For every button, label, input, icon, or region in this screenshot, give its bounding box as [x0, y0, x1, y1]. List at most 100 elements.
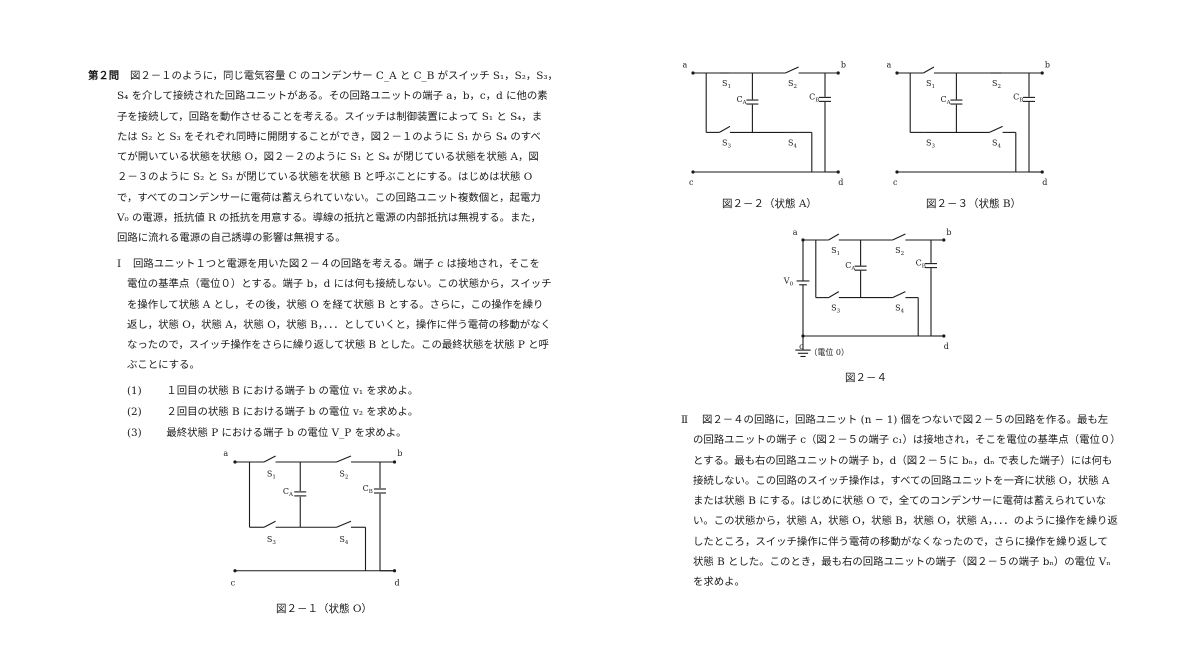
intro-line: で，すべてのコンデンサーに電荷は蓄えられていない。この回路ユニット複数個と，起電…: [117, 191, 541, 204]
junction-node: [691, 170, 695, 174]
terminal-c-label: c: [893, 178, 898, 187]
part1-line: ぶことにする。: [127, 359, 200, 372]
junction-node: [942, 238, 946, 242]
part2-line: 接続しない。この回路のスイッチ操作は，すべての回路ユニットを一斉に状態 O，状態…: [693, 474, 1110, 487]
intro-line: ２－３のように S₂ と S₃ が閉じている状態を状態 B と呼ぶことにする。は…: [117, 171, 533, 184]
part2-line: 図２－４の回路に，回路ユニット (n − 1) 個をつないで図２－５の回路を作る…: [702, 414, 1109, 426]
capacitor-cb-label: CB: [363, 484, 373, 495]
switch-s3-label: S3: [722, 139, 731, 150]
terminal-d-label: d: [838, 178, 843, 187]
intro-line: S₄ を介して接続された回路ユニットがある。その回路ユニットの端子 a，b，c，…: [117, 90, 548, 103]
problem-intro: S₄ を介して接続された回路ユニットがある。その回路ユニットの端子 a，b，c，…: [117, 86, 548, 248]
part2-line: とする。最も右の回路ユニットの端子 b，d（図２－５に bₙ，dₙ で表した端子…: [693, 454, 1113, 467]
part2-label: Ⅱ: [681, 414, 689, 426]
terminal-b-label: b: [1045, 61, 1050, 70]
switch-s2-label: S2: [992, 79, 1001, 90]
switch-s4: [892, 291, 906, 299]
switch-s2: [892, 233, 906, 241]
junction-node: [942, 334, 946, 338]
question-2: (2) ２回目の状態 B における端子 b の電位 v₂ を求めよ。: [127, 403, 418, 418]
part2-line: 状態 B とした。このとき，最も右の回路ユニットの端子（図２－５の端子 bₙ）の…: [693, 556, 1111, 569]
part1-text-first: 回路ユニット１つと電源を用いた図２－４の回路を考える。端子 c は接地され，そこ…: [133, 254, 540, 274]
junction-node: [392, 460, 397, 464]
capacitor-cb-label: CB: [1013, 92, 1023, 103]
junction-node: [836, 71, 840, 75]
junction-node: [1040, 71, 1044, 75]
intro-line: 子を接続して，回路を動作させることを考える。スイッチは制御装置によって S₁ と…: [117, 110, 543, 123]
part2-line: または状態 B にする。はじめに状態 O で，全てのコンデンサーに電荷は蓄えられ…: [693, 495, 1107, 508]
terminal-c-label: c: [231, 578, 236, 587]
terminal-c-label: c: [689, 178, 694, 187]
switch-s1: [923, 66, 935, 74]
switch-s3: [719, 125, 731, 133]
switch-s3-label: S3: [267, 535, 276, 546]
switch-s1: [828, 233, 840, 241]
switch-s2-label: S2: [339, 470, 348, 481]
terminal-d-label: d: [1042, 178, 1047, 187]
switch-s4-label: S4: [992, 139, 1001, 150]
switch-s2: [336, 455, 352, 463]
question-number: (1): [127, 385, 142, 397]
fig3-caption: 図２－３（状態 B）: [926, 198, 1022, 210]
capacitor-cb-label: CB: [916, 259, 926, 270]
switch-s4-label: S4: [339, 535, 348, 546]
terminal-c-label: c: [799, 342, 804, 351]
intro-line: V₀ の電源，抵抗値 R の抵抗を用意する。導線の抵抗と電源の内部抵抗は無視する…: [117, 212, 542, 225]
junction-node: [233, 569, 237, 573]
switch-s2-label: S2: [895, 246, 904, 257]
switch-s1-label: S1: [831, 246, 840, 257]
intro-line: 図２－１のように，同じ電気容量 C のコンデンサー C_A と C_B がスイッ…: [130, 70, 558, 82]
terminal-a-label: a: [793, 228, 798, 237]
junction-node: [836, 170, 840, 174]
question-text: ２回目の状態 B における端子 b の電位 v₂ を求めよ。: [166, 406, 419, 418]
question-text: 最終状態 P における端子 b の電位 V_P を求めよ。: [166, 427, 407, 439]
part2-line: い。この状態から，状態 A，状態 O，状態 B，状態 O，状態 A，．．．のよう…: [693, 515, 1118, 528]
switch-s1-label: S1: [926, 79, 935, 90]
part2-line: を求めよ。: [693, 576, 745, 589]
terminal-b-label: b: [946, 228, 951, 237]
part1-line: 回路ユニット１つと電源を用いた図２－４の回路を考える。端子 c は接地され，そこ…: [133, 258, 540, 270]
intro-line: たは S₂ と S₃ をそれぞれ同時に開閉することができ，図２－１のように S₁…: [117, 130, 541, 143]
switch-s1-label: S1: [722, 79, 731, 90]
capacitor-cb-label: CB: [809, 92, 819, 103]
question-1: (1) １回目の状態 B における端子 b の電位 v₁ を求めよ。: [127, 382, 418, 397]
switch-s3: [828, 291, 840, 299]
question-3: (3) 最終状態 P における端子 b の電位 V_P を求めよ。: [127, 424, 407, 439]
fig4-caption: 図２－４: [845, 372, 887, 384]
terminal-b-label: b: [841, 61, 846, 70]
source-v0-label: V0: [783, 277, 794, 288]
part1-line: 返し，状態 O，状態 A，状態 O，状態 B，．．．としていくと，操作に伴う電荷…: [127, 318, 551, 331]
terminal-d-label: d: [944, 342, 949, 351]
fig2-caption: 図２－２（状態 A）: [722, 198, 817, 210]
part1-line: なったので，スイッチ操作をさらに繰り返して状態 B とした。この最終状態を状態 …: [127, 339, 549, 352]
switch-s3: [263, 520, 276, 528]
part2-text: の回路ユニットの端子 c（図２－５の端子 c₁）は接地され，そこを電位の基準点（…: [693, 430, 1121, 592]
switch-s4-label: S4: [895, 303, 904, 314]
intro-line: 回路に流れる電源の自己誘導の影響は無視する。: [117, 232, 346, 245]
switch-s3-label: S3: [831, 303, 840, 314]
switch-s2: [785, 66, 799, 74]
switch-s4-label: S4: [788, 139, 797, 150]
capacitor-ca-label: CA: [737, 95, 748, 106]
terminal-a-label: a: [682, 61, 687, 70]
capacitor-ca-label: CA: [845, 261, 856, 272]
switch-s1: [263, 455, 276, 463]
terminal-a-label: a: [886, 61, 891, 70]
intro-line: てが開いている状態を状態 O，図２－２のように S₁ と S₄ が閉じている状態…: [117, 151, 539, 164]
terminal-d-label: d: [395, 578, 400, 587]
capacitor-ca-label: CA: [941, 95, 952, 106]
capacitor-ca-label: CA: [283, 487, 294, 498]
part2-line: したところ，スイッチ操作に伴う電荷の移動がなくなったので，さらに操作を繰り返して: [693, 535, 1108, 548]
switch-s2-label: S2: [788, 79, 797, 90]
part1-label: Ⅰ: [117, 258, 122, 270]
junction-node: [895, 170, 899, 174]
part1-text: 電位の基準点（電位０）とする。端子 b，d には何も接続しない。この状態から，ス…: [127, 274, 552, 375]
part2-line: の回路ユニットの端子 c（図２－５の端子 c₁）は接地され，そこを電位の基準点（…: [693, 434, 1121, 447]
problem-label: 第２問: [88, 70, 120, 82]
switch-s1-label: S1: [267, 470, 276, 481]
problem-intro-first: 図２－１のように，同じ電気容量 C のコンデンサー C_A と C_B がスイッ…: [130, 66, 558, 86]
part2-text-first: 図２－４の回路に，回路ユニット (n − 1) 個をつないで図２－５の回路を作る…: [702, 410, 1108, 430]
switch-s4: [336, 520, 352, 528]
